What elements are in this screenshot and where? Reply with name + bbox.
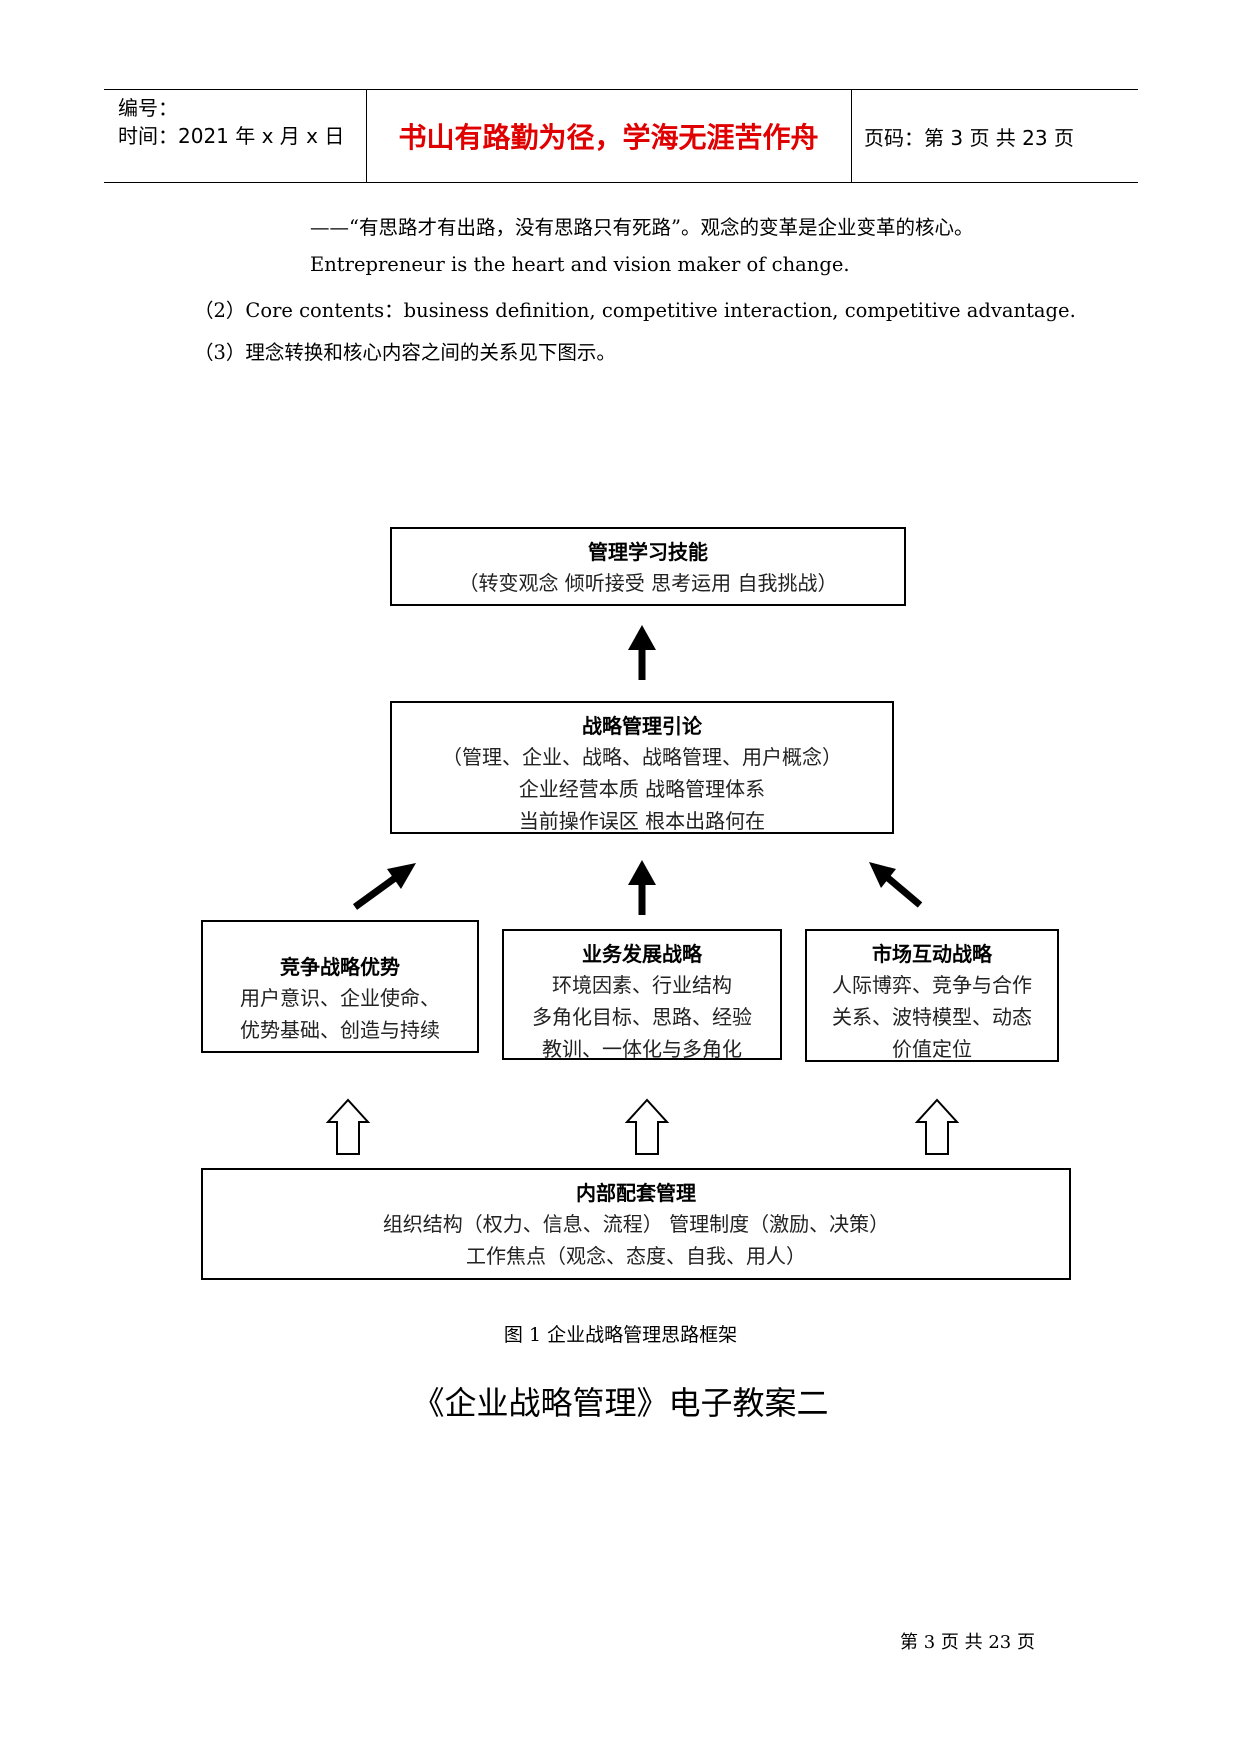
box-title: 内部配套管理 xyxy=(576,1181,696,1205)
box-line: （转变观念 倾听接受 思考运用 自我挑战） xyxy=(458,571,838,595)
box-line: 用户意识、企业使命、 xyxy=(240,986,440,1010)
arrow-up-left-icon xyxy=(869,862,923,908)
body-line-4: （3）理念转换和核心内容之间的关系见下图示。 xyxy=(194,341,616,364)
box-title: 管理学习技能 xyxy=(588,540,708,564)
arrow-up-icon xyxy=(628,625,656,680)
box-market-interaction: 市场互动战略 人际博弈、竞争与合作 关系、波特模型、动态 价值定位 xyxy=(805,929,1059,1062)
box-line: （管理、企业、战略、战略管理、用户概念） xyxy=(442,745,842,769)
number-label: 编号： xyxy=(118,96,178,120)
arrow-up-right-icon xyxy=(352,863,416,910)
box-internal-management: 内部配套管理 组织结构（权力、信息、流程） 管理制度（激励、决策） 工作焦点（观… xyxy=(201,1168,1071,1280)
box-line: 价值定位 xyxy=(892,1037,972,1061)
box-line: 关系、波特模型、动态 xyxy=(832,1005,1032,1029)
box-business-development: 业务发展战略 环境因素、行业结构 多角化目标、思路、经验 教训、一体化与多角化 xyxy=(502,929,782,1060)
box-competitive-advantage: 竞争战略优势 用户意识、企业使命、 优势基础、创造与持续 xyxy=(201,920,479,1053)
body-line-3: （2）Core contents：business definition, co… xyxy=(194,299,1076,322)
body-line-1: ——“有思路才有出路，没有思路只有死路”。观念的变革是企业变革的核心。 xyxy=(310,216,974,239)
header-left: 编号： 时间：2021 年 x 月 x 日 xyxy=(118,94,344,150)
box-line: 多角化目标、思路、经验 xyxy=(532,1005,752,1029)
header-page-info: 页码：第 3 页 共 23 页 xyxy=(864,125,1074,150)
body-line-2: Entrepreneur is the heart and vision mak… xyxy=(310,253,850,276)
document-title: 《企业战略管理》电子教案二 xyxy=(412,1384,829,1422)
box-line: 人际博弈、竞争与合作 xyxy=(832,973,1032,997)
arrow-up-icon xyxy=(628,860,656,915)
box-title: 竞争战略优势 xyxy=(280,955,400,979)
box-title: 战略管理引论 xyxy=(582,714,702,738)
page-footer: 第 3 页 共 23 页 xyxy=(900,1632,1035,1653)
box-line: 优势基础、创造与持续 xyxy=(240,1018,440,1042)
box-line: 环境因素、行业结构 xyxy=(552,973,732,997)
hollow-arrow-up-icon xyxy=(325,1098,371,1155)
box-management-learning: 管理学习技能 （转变观念 倾听接受 思考运用 自我挑战） xyxy=(390,527,906,606)
header-divider xyxy=(851,90,852,182)
box-title: 市场互动战略 xyxy=(872,942,992,966)
time-label: 时间：2021 年 x 月 x 日 xyxy=(118,124,345,148)
hollow-arrow-up-icon xyxy=(914,1098,960,1155)
box-strategy-intro: 战略管理引论 （管理、企业、战略、战略管理、用户概念） 企业经营本质 战略管理体… xyxy=(390,701,894,834)
box-line: 组织结构（权力、信息、流程） 管理制度（激励、决策） xyxy=(382,1212,890,1236)
box-line: 企业经营本质 战略管理体系 xyxy=(518,777,766,801)
header-motto: 书山有路勤为径，学海无涯苦作舟 xyxy=(398,121,819,154)
hollow-arrow-up-icon xyxy=(624,1098,670,1155)
box-line: 教训、一体化与多角化 xyxy=(542,1037,742,1060)
page-header: 编号： 时间：2021 年 x 月 x 日 书山有路勤为径，学海无涯苦作舟 页码… xyxy=(104,89,1138,183)
box-title: 业务发展战略 xyxy=(582,942,702,966)
box-line: 当前操作误区 根本出路何在 xyxy=(518,809,766,833)
header-divider xyxy=(366,90,367,182)
box-line: 工作焦点（观念、态度、自我、用人） xyxy=(466,1244,806,1268)
figure-caption: 图 1 企业战略管理思路框架 xyxy=(503,1324,738,1346)
